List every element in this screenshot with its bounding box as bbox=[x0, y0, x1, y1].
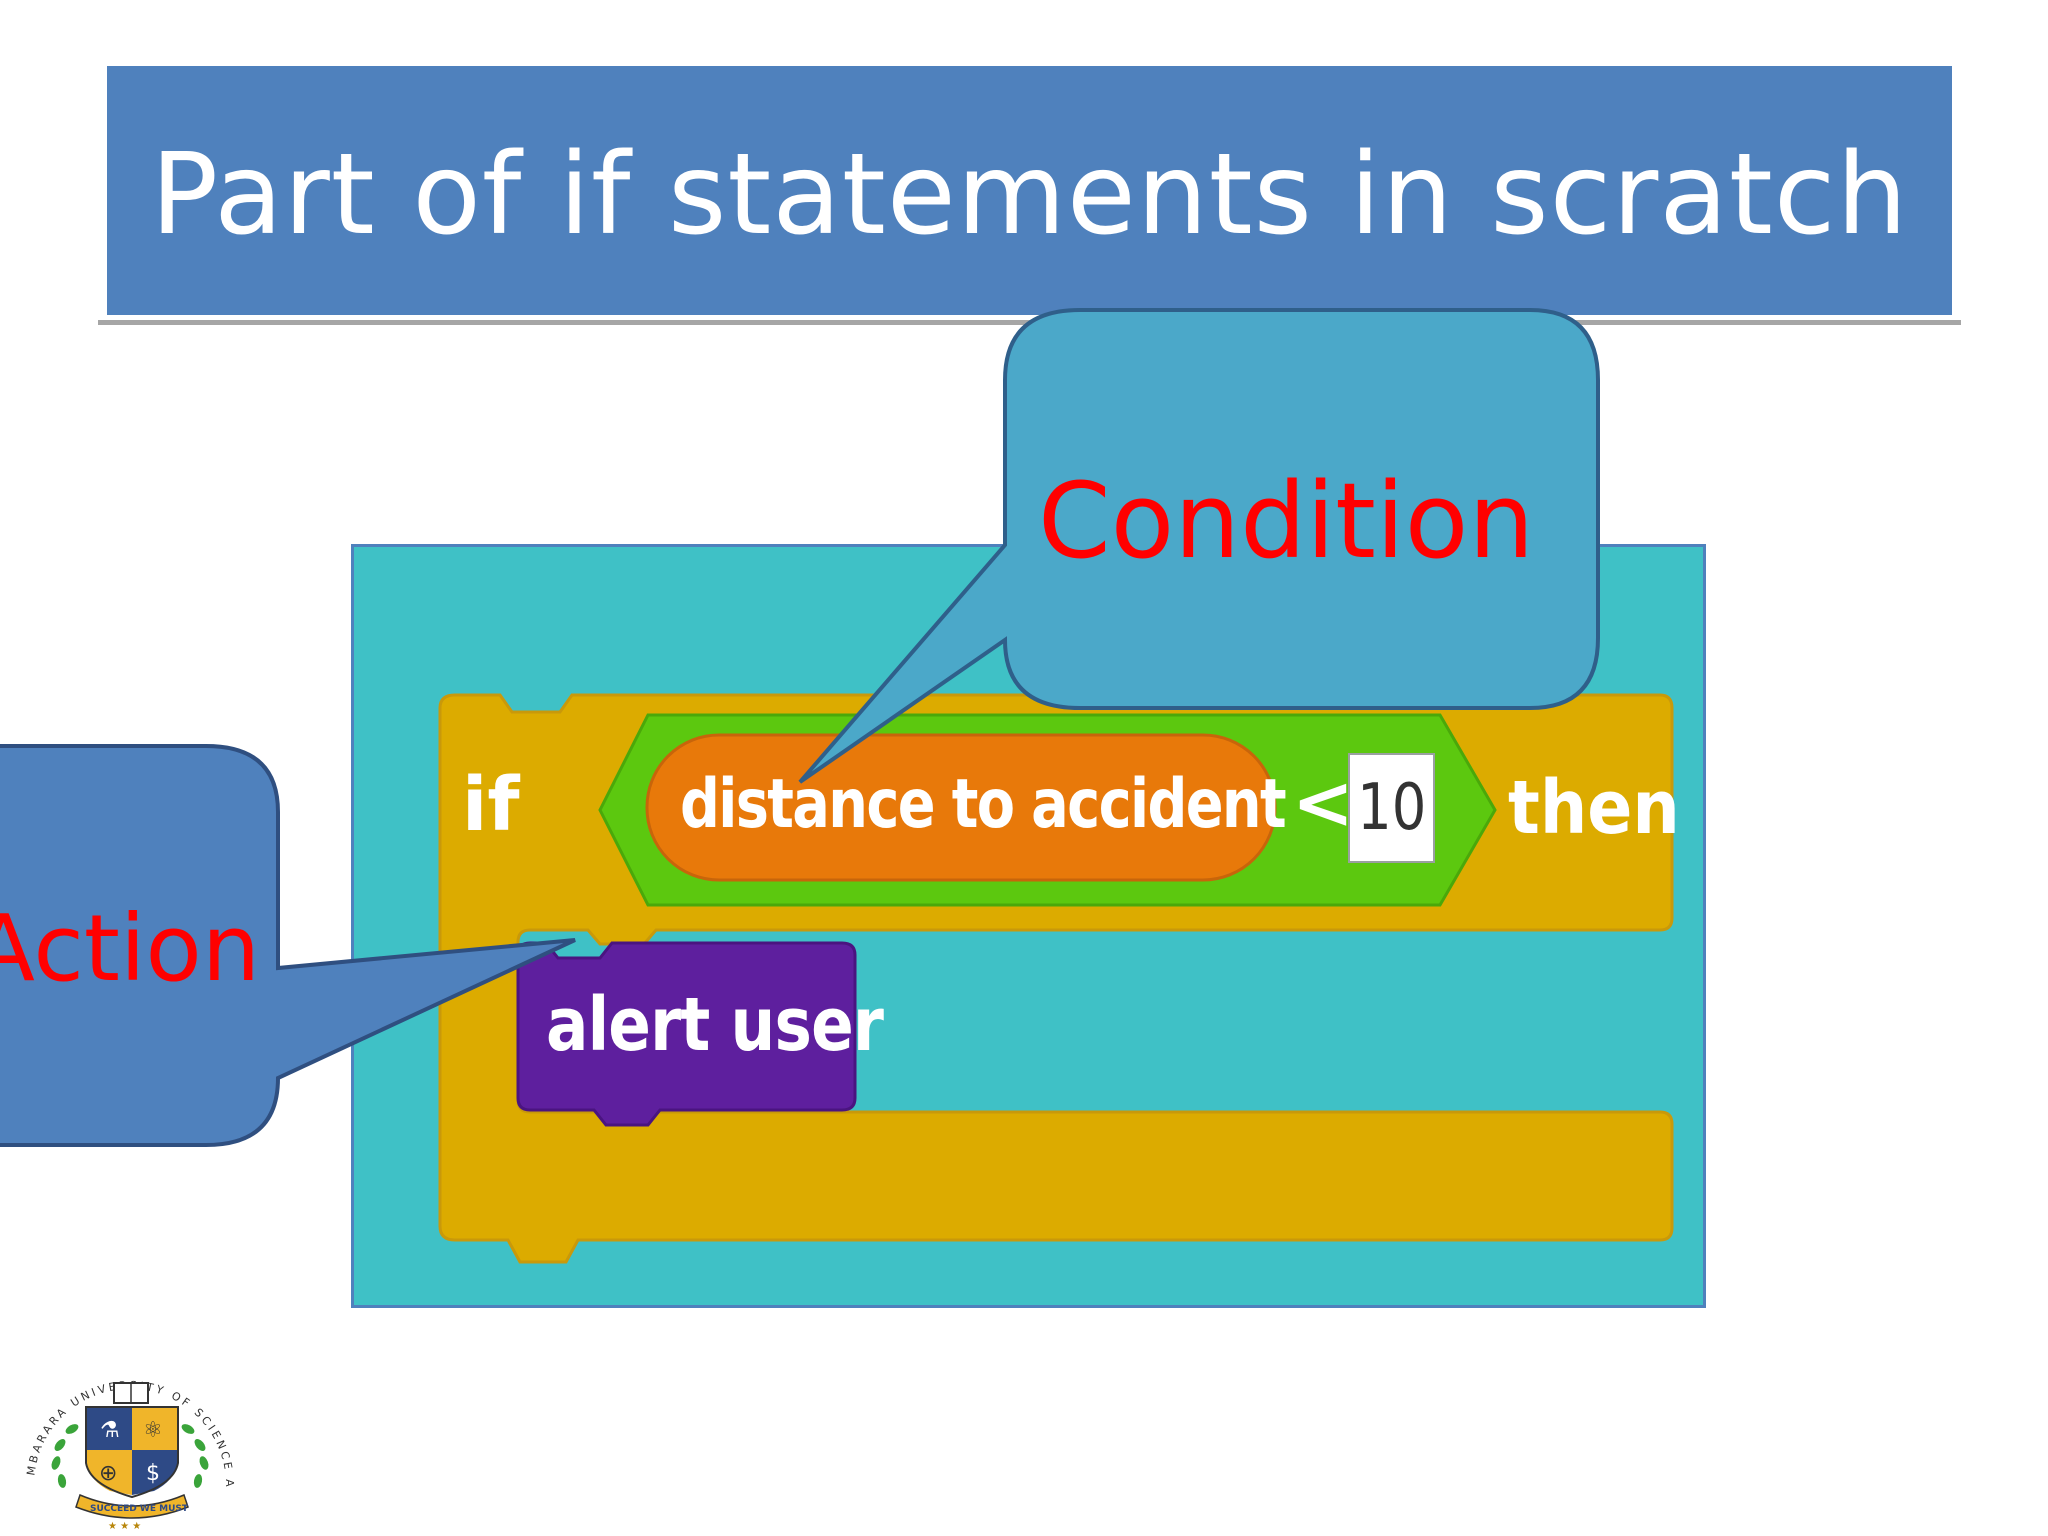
action-callout-label: Action bbox=[0, 895, 261, 1002]
if-keyword: if bbox=[462, 762, 520, 848]
svg-text:★ ★ ★: ★ ★ ★ bbox=[108, 1521, 141, 1532]
less-than-operator: < bbox=[1292, 760, 1355, 846]
svg-text:$: $ bbox=[146, 1461, 160, 1486]
svg-text:⚗: ⚗ bbox=[100, 1418, 120, 1443]
distance-reporter-block bbox=[645, 733, 1277, 882]
condition-callout-label: Condition bbox=[1038, 460, 1535, 582]
action-block-label: alert user bbox=[546, 982, 884, 1068]
svg-text:⚛: ⚛ bbox=[143, 1418, 163, 1443]
action-callout bbox=[0, 744, 576, 1147]
svg-text:SUCCEED WE MUST: SUCCEED WE MUST bbox=[90, 1504, 189, 1514]
university-logo-icon: MBARARA UNIVERSITY OF SCIENCE AND TECHNO… bbox=[10, 1345, 233, 1532]
condition-callout bbox=[798, 308, 1600, 784]
number-input[interactable]: 10 bbox=[1348, 753, 1435, 863]
title-bar: Part of if statements in scratch bbox=[107, 66, 1952, 315]
then-keyword: then bbox=[1508, 765, 1680, 851]
svg-text:⊕: ⊕ bbox=[99, 1461, 117, 1486]
number-value: 10 bbox=[1356, 771, 1427, 845]
slide-title: Part of if statements in scratch bbox=[150, 129, 1909, 260]
reporter-label: distance to accident bbox=[680, 765, 1287, 844]
